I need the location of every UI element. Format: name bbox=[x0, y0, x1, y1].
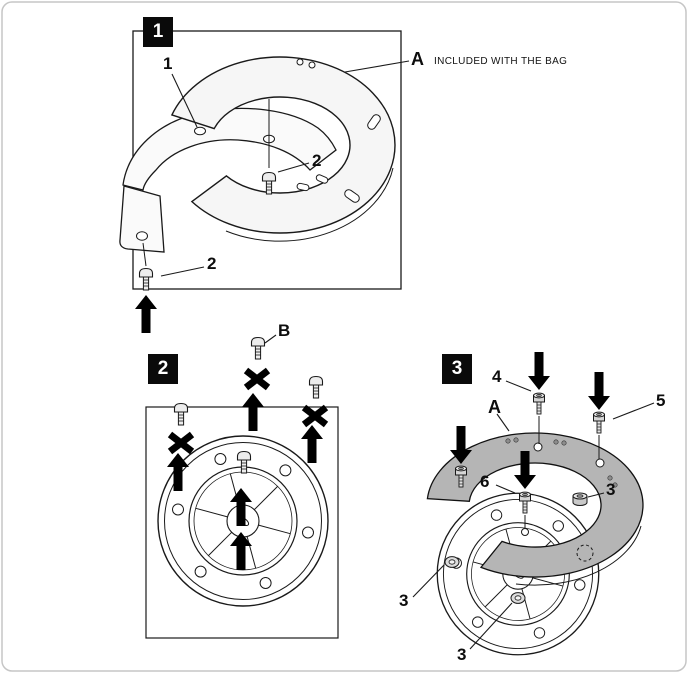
discard-x-icon bbox=[304, 408, 326, 425]
step2-illustration bbox=[145, 334, 339, 639]
label-part-a: A bbox=[411, 49, 424, 69]
callout-line-3-left bbox=[412, 564, 445, 598]
discard-x-icon bbox=[170, 435, 192, 452]
ring-hole bbox=[612, 482, 618, 488]
ring-part-a bbox=[170, 56, 396, 234]
insert-direction-arrow-icon bbox=[135, 295, 157, 333]
callout-line-6 bbox=[495, 484, 516, 494]
insert-direction-arrow-icon bbox=[528, 352, 550, 390]
screw-2-upper-icon bbox=[261, 171, 277, 195]
ring-hole bbox=[561, 440, 567, 446]
fitting-3-bottom-icon bbox=[510, 592, 526, 604]
callout-line-a bbox=[344, 60, 410, 73]
callout-line-a bbox=[496, 413, 510, 432]
label-fitting-3-bottom: 3 bbox=[457, 645, 467, 664]
label-spacer-6: 6 bbox=[480, 472, 490, 491]
ring-part-a-gray bbox=[426, 432, 644, 578]
cap-screw-hole bbox=[521, 528, 529, 536]
step3-number-box: 3 bbox=[442, 354, 472, 384]
ring-slot bbox=[367, 114, 381, 130]
callout-line-b bbox=[264, 334, 277, 344]
label-screw-5: 5 bbox=[656, 391, 666, 410]
label-fitting-3-right: 3 bbox=[606, 480, 616, 499]
callout-line-3-bottom bbox=[469, 602, 513, 650]
ring-hole bbox=[513, 437, 519, 443]
ring-slot bbox=[296, 182, 310, 192]
label-fitting-3-left: 3 bbox=[399, 591, 409, 610]
ring-hole bbox=[505, 438, 511, 444]
remove-direction-arrow-icon bbox=[242, 393, 264, 431]
fitting-3-right-icon bbox=[572, 492, 588, 506]
ring-thickness-edge bbox=[225, 167, 394, 242]
hidden-hole-dashed bbox=[576, 544, 594, 562]
fitting-3-left-icon bbox=[444, 556, 460, 568]
step1-illustration bbox=[119, 30, 410, 333]
step1-number-box: 1 bbox=[143, 17, 173, 47]
ring-screw-hole bbox=[533, 442, 543, 452]
bracket-screw-hole bbox=[194, 126, 206, 136]
label-part-1: 1 bbox=[163, 54, 173, 73]
included-with-bag-note: INCLUDED WITH THE BAG bbox=[434, 56, 568, 67]
ring-hole bbox=[308, 61, 316, 69]
ring-hole bbox=[553, 439, 559, 445]
tab-screw-hole bbox=[136, 231, 148, 241]
step3-illustration bbox=[412, 352, 655, 656]
removed-screw-icon bbox=[308, 375, 324, 399]
label-screw-b: B bbox=[278, 321, 291, 340]
ring-thickness-edge bbox=[515, 525, 642, 586]
callout-line-5 bbox=[612, 402, 655, 420]
insert-direction-arrow-icon bbox=[588, 372, 610, 410]
ring-hole bbox=[607, 475, 613, 481]
screw-2-lower-icon bbox=[138, 267, 154, 291]
step2-number-box: 2 bbox=[148, 354, 178, 384]
label-screw-4: 4 bbox=[492, 367, 502, 386]
callout-line-1 bbox=[171, 73, 198, 128]
label-screw-2-upper: 2 bbox=[312, 151, 322, 170]
callout-line-2-upper bbox=[277, 162, 310, 173]
bracket-tab bbox=[119, 185, 165, 253]
ring-slot bbox=[315, 174, 329, 184]
removed-screw-icon bbox=[173, 402, 189, 426]
discard-x-icon bbox=[246, 371, 268, 388]
callout-line-4 bbox=[505, 380, 532, 392]
ring-screw-hole bbox=[595, 458, 605, 468]
alignment-line bbox=[142, 242, 147, 267]
label-screw-2-lower: 2 bbox=[207, 254, 217, 273]
callout-line-2-lower bbox=[160, 266, 205, 277]
ring-slot bbox=[344, 189, 360, 203]
callout-line-3-right bbox=[587, 492, 605, 498]
label-ring-a: A bbox=[488, 397, 501, 417]
screw-5-icon bbox=[593, 411, 605, 434]
remove-direction-arrow-icon bbox=[301, 425, 323, 463]
screw-4-icon bbox=[533, 392, 545, 415]
screw-b-icon bbox=[250, 336, 266, 360]
ring-hole bbox=[296, 58, 304, 66]
